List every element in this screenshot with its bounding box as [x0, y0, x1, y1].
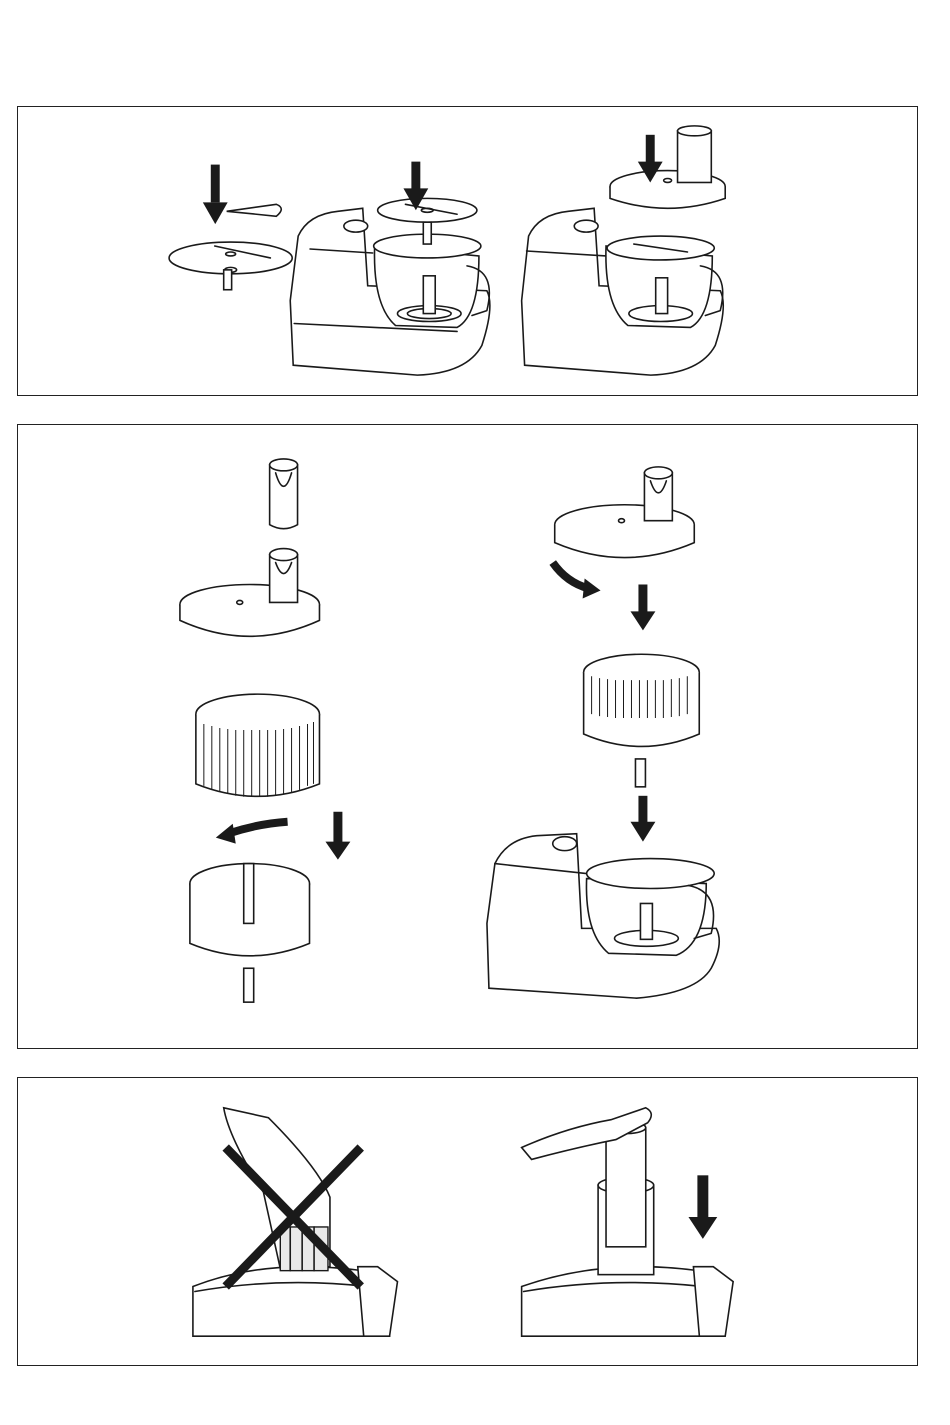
disc-assembly-drawing	[18, 107, 917, 395]
processor-lid-right	[522, 1267, 734, 1337]
down-arrow-icon	[630, 584, 655, 630]
pusher-usage-drawing	[18, 1078, 917, 1365]
lid-with-feed-tube	[180, 549, 320, 637]
lid-assembled	[555, 467, 695, 558]
basket-in-holder	[584, 654, 700, 787]
basket-assembly-drawing	[18, 425, 917, 1048]
food-processor-base	[290, 208, 490, 375]
curved-arrow-icon	[553, 563, 601, 599]
food-processor-base	[487, 834, 719, 998]
pusher	[270, 459, 298, 529]
illustration-panel-disc-assembly	[17, 106, 918, 396]
pusher-with-hand	[522, 1108, 652, 1247]
processor-lid-left	[193, 1267, 398, 1337]
lid-with-feed-tube	[610, 126, 725, 208]
down-arrow-icon	[203, 165, 228, 225]
down-arrow-icon	[688, 1175, 717, 1239]
food-processor-base-with-lid	[522, 208, 724, 375]
illustration-panel-pusher-usage	[17, 1077, 918, 1366]
down-arrow-icon	[325, 812, 350, 860]
illustration-panel-basket-assembly	[17, 424, 918, 1049]
blade-insert	[227, 204, 282, 216]
grating-basket	[196, 694, 320, 797]
curved-arrow-icon	[216, 822, 288, 844]
down-arrow-icon	[630, 796, 655, 842]
basket-holder	[190, 864, 310, 1003]
slicing-disc-loose	[169, 242, 292, 290]
